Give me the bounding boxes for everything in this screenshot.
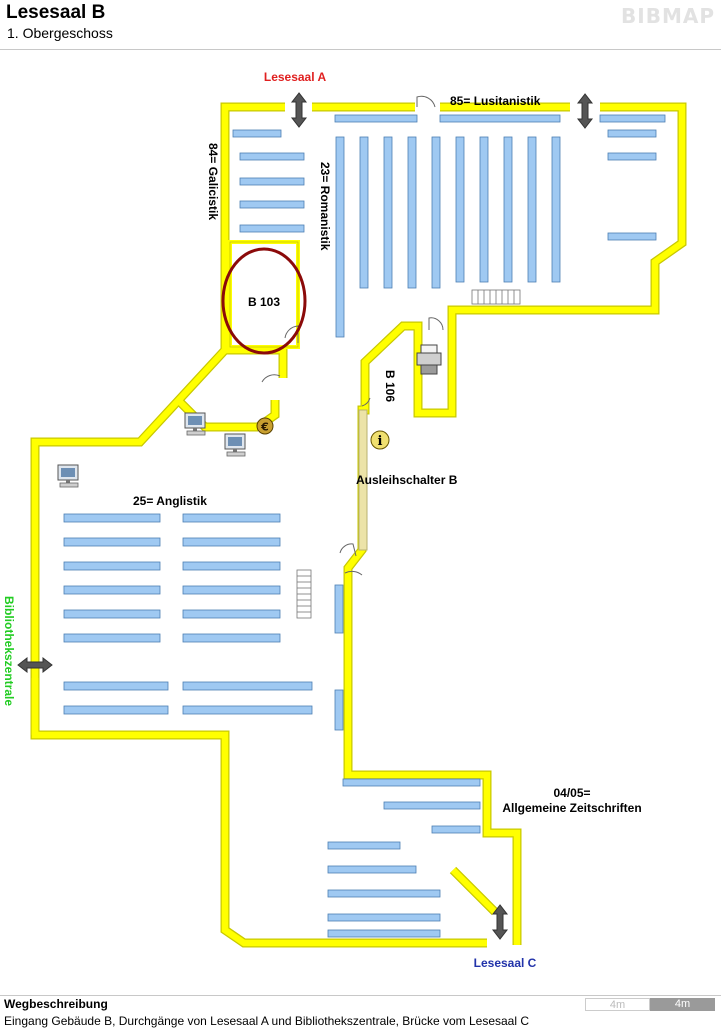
label-ausleihschalter: Ausleihschalter B bbox=[356, 473, 458, 487]
label-galicistik: 84= Galicistik bbox=[206, 143, 220, 220]
label-anglistik: 25= Anglistik bbox=[133, 494, 207, 508]
arrow-double-icon[interactable] bbox=[291, 92, 307, 128]
room-b103 bbox=[228, 240, 300, 349]
label-romanistik: 23= Romanistik bbox=[318, 162, 332, 251]
directions-text: Eingang Gebäude B, Durchgänge von Lesesa… bbox=[4, 1014, 529, 1028]
bibmap-logo: BIBMAP bbox=[621, 4, 715, 28]
label-zeitschriften: Allgemeine Zeitschriften bbox=[502, 801, 641, 815]
shelves bbox=[63, 114, 666, 938]
page-title: Lesesaal B bbox=[6, 2, 106, 23]
door-icon bbox=[261, 95, 444, 576]
euro-icon: € bbox=[256, 417, 274, 435]
scale-segment-dark: 4m bbox=[650, 998, 715, 1011]
header-divider bbox=[0, 49, 721, 50]
svg-text:€: € bbox=[260, 421, 269, 434]
scale-segment-light: 4m bbox=[585, 998, 650, 1011]
service-counter bbox=[358, 409, 368, 551]
info-icon: i bbox=[370, 430, 390, 450]
computer-icon bbox=[224, 433, 246, 457]
label-b103[interactable]: B 103 bbox=[248, 295, 280, 309]
label-zeitschriften-code: 04/05= bbox=[553, 786, 590, 800]
directions-title: Wegbeschreibung bbox=[4, 997, 108, 1011]
footer-divider bbox=[0, 995, 721, 996]
stairs-icon bbox=[471, 289, 521, 305]
label-lusitanistik: 85= Lusitanistik bbox=[450, 94, 541, 108]
printer-icon bbox=[416, 344, 442, 375]
page-subtitle: 1. Obergeschoss bbox=[7, 25, 113, 41]
stairs-icon bbox=[296, 569, 312, 619]
wall-slant-fill bbox=[450, 867, 498, 915]
arrow-double-icon[interactable] bbox=[577, 93, 593, 129]
label-bibliothekszentrale[interactable]: Bibliothekszentrale bbox=[2, 596, 16, 706]
label-b106: B 106 bbox=[383, 370, 397, 402]
scale-bar: 4m 4m bbox=[585, 998, 715, 1011]
svg-text:i: i bbox=[378, 434, 383, 449]
label-lesesaal-c[interactable]: Lesesaal C bbox=[474, 956, 537, 970]
computer-icon bbox=[184, 412, 206, 436]
floor-map: € i Lesesaal A 85= Lusitanistik 84= Gali… bbox=[2, 70, 687, 970]
highlight-ring bbox=[221, 247, 307, 355]
label-lesesaal-a[interactable]: Lesesaal A bbox=[264, 70, 327, 84]
header: Lesesaal B 1. Obergeschoss BIBMAP bbox=[0, 0, 721, 50]
computer-icon bbox=[57, 464, 79, 488]
walls-fill bbox=[31, 103, 686, 947]
